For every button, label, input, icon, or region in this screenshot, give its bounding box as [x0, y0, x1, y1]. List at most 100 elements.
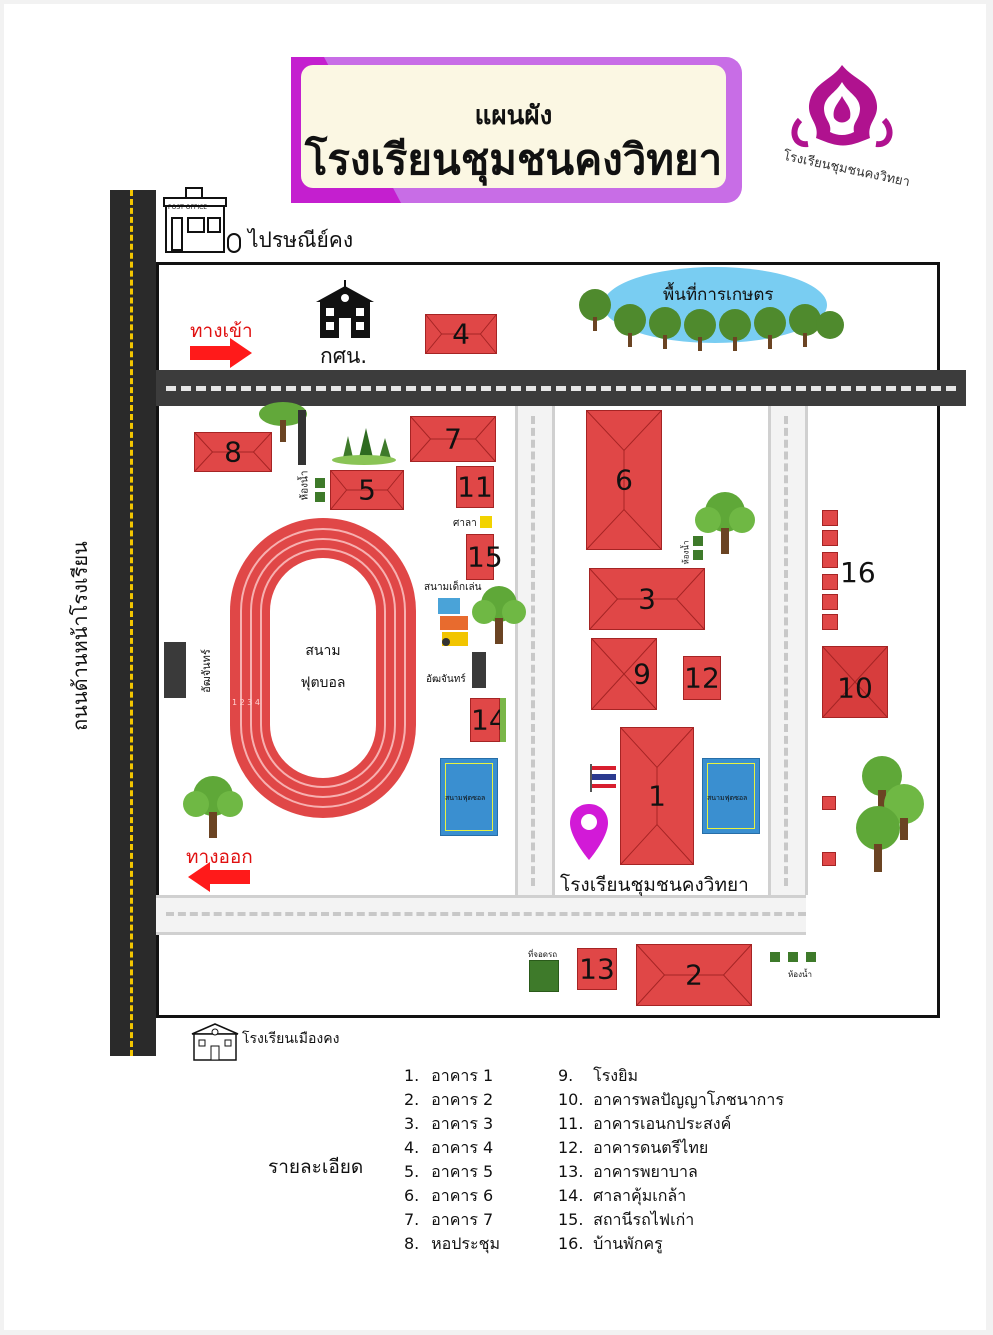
football-field: สนาม ฟุตบอล [270, 558, 376, 778]
neighbor-school-icon [190, 1020, 240, 1062]
building-16-unit[interactable] [822, 530, 838, 546]
toilet-block [315, 478, 325, 488]
building-3-number: 3 [638, 582, 656, 616]
track-lane-numbers: 1 2 3 4 [232, 698, 260, 707]
legend-left-column: 1. อาคาร 1 2. อาคาร 2 3. อาคาร 3 4. อาคา… [404, 1064, 500, 1256]
building-14-number: 14 [471, 703, 507, 737]
thai-flag-icon [590, 764, 616, 792]
legend-item: 15. สถานีรถไฟเก่า [558, 1210, 695, 1229]
post-office-sign: POST OFFICE [168, 204, 208, 211]
building-5[interactable]: 5 [330, 470, 404, 510]
small-stand-top [298, 410, 306, 465]
parking-label: ที่จอดรถ [528, 950, 558, 959]
building-2[interactable]: 2 [636, 944, 752, 1006]
internal-road-left [515, 406, 555, 895]
futsal-court-right-label: สนามฟุตซอล [707, 794, 748, 802]
stand-right [472, 652, 486, 688]
logo-emblem-icon [791, 65, 893, 148]
legend-item: 1. อาคาร 1 [404, 1066, 494, 1085]
title-line1: แผนผัง [474, 101, 553, 131]
bottom-internal-road [156, 895, 806, 935]
exit-arrow-icon [188, 862, 250, 892]
exit-label: ทางออก [186, 846, 253, 868]
toilet-block [693, 550, 703, 560]
top-road [156, 370, 966, 406]
toilet-label-2: ห้องน้ำ [681, 540, 691, 565]
legend-item: 12. อาคารดนตรีไทย [558, 1138, 709, 1157]
building-16-unit[interactable] [822, 552, 838, 568]
building-13[interactable]: 13 [577, 948, 617, 990]
location-pin-icon [570, 804, 608, 860]
toilet-block [770, 952, 780, 962]
school-logo: โรงเรียนชุมชนคงวิทยา [780, 60, 911, 195]
legend-item: 4. อาคาร 4 [404, 1138, 494, 1157]
building-9-number: 9 [633, 657, 651, 691]
hedge [500, 698, 506, 742]
building-16-number: 16 [840, 556, 876, 589]
building-10[interactable]: 10 [822, 646, 888, 718]
building-11[interactable]: 11 [456, 466, 494, 508]
vertical-road [110, 190, 156, 1056]
running-track: สนาม ฟุตบอล 1 2 3 4 [230, 518, 416, 818]
building-1-number: 1 [648, 779, 666, 813]
building-9[interactable]: 9 [591, 638, 657, 710]
toilet-block [315, 492, 325, 502]
tree-icon [259, 402, 307, 442]
building-10-number: 10 [837, 671, 873, 705]
legend-item: 6. อาคาร 6 [404, 1186, 494, 1205]
stand-label-right: อัฒจันทร์ [426, 674, 466, 685]
football-field-label-1: สนาม [305, 643, 341, 659]
legend-item: 3. อาคาร 3 [404, 1114, 494, 1133]
legend-item: 10. อาคารพลปัญญาโภชนาการ [558, 1090, 784, 1109]
building-13-number: 13 [579, 952, 615, 986]
trees-cluster-icon [856, 756, 924, 872]
building-6[interactable]: 6 [586, 410, 662, 550]
legend-item: 7. อาคาร 7 [404, 1210, 494, 1229]
football-field-label-2: ฟุตบอล [300, 675, 346, 691]
title-box: แผนผัง โรงเรียนชุมชนคงวิทยา [291, 57, 742, 203]
building-15-number: 15 [467, 540, 503, 574]
building-7[interactable]: 7 [410, 416, 496, 462]
toilet-label-3: ห้องน้ำ [788, 970, 812, 979]
building-6-number: 6 [615, 463, 633, 497]
tree-icon [695, 492, 755, 554]
playground-icon [438, 598, 468, 646]
school-boundary [156, 262, 940, 1018]
tree-icon [472, 586, 526, 644]
building-8[interactable]: 8 [194, 432, 272, 472]
building-5-number: 5 [358, 473, 376, 507]
gson-building-icon [314, 280, 376, 340]
building-16-unit[interactable] [822, 574, 838, 590]
building-3[interactable]: 3 [589, 568, 705, 630]
legend-item: 13. อาคารพยาบาล [558, 1162, 698, 1181]
building-12[interactable]: 12 [683, 656, 721, 700]
sala-block [480, 516, 492, 528]
building-2-number: 2 [685, 958, 703, 992]
building-16-unit[interactable] [822, 614, 838, 630]
building-4[interactable]: 4 [425, 314, 497, 354]
title-line2: โรงเรียนชุมชนคงวิทยา [304, 135, 723, 184]
building-16-unit[interactable] [822, 510, 838, 526]
shrubs-icon [332, 428, 396, 465]
building-14[interactable]: 14 [470, 698, 507, 742]
futsal-court-right: สนามฟุตซอล [702, 758, 760, 834]
legend-item: 8. หอประชุม [404, 1234, 500, 1253]
school-pin-label: โรงเรียนชุมชนคงวิทยา [560, 874, 749, 896]
legend-item: 2. อาคาร 2 [404, 1090, 494, 1109]
building-4-number: 4 [452, 317, 470, 351]
legend-heading: รายละเอียด [268, 1156, 364, 1178]
post-office-icon: POST OFFICE [163, 187, 242, 254]
building-15[interactable]: 15 [466, 534, 503, 580]
building-16-unit[interactable] [822, 594, 838, 610]
farm-area-label: พื้นที่การเกษตร [663, 285, 774, 305]
building-11-number: 11 [457, 470, 493, 504]
building-12-number: 12 [684, 661, 720, 695]
futsal-court-left: สนามฟุตซอล [440, 758, 498, 836]
toilet-label-1: ห้องน้ำ [299, 470, 311, 501]
farm-area: พื้นที่การเกษตร [575, 265, 850, 355]
neighbor-school-label: โรงเรียนเมืองคง [242, 1031, 340, 1047]
legend-item: 16. บ้านพักครู [558, 1234, 663, 1253]
legend-item: 9. โรงยิม [558, 1066, 639, 1085]
sala-label: ศาลา [453, 518, 477, 529]
building-1[interactable]: 1 [620, 727, 694, 865]
